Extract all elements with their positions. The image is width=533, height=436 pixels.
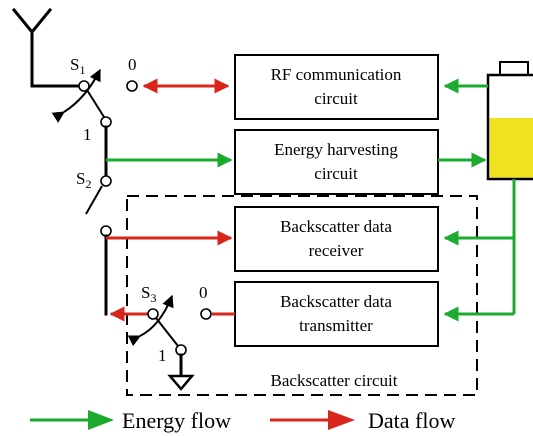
legend-data-label: Data flow: [368, 408, 455, 433]
switch-s2: S2: [76, 169, 112, 237]
backscatter-receiver-block: Backscatter data receiver: [234, 206, 439, 272]
energy-harvesting-block: Energy harvesting circuit: [234, 129, 439, 195]
legend-data-arrow-icon: [328, 410, 355, 430]
battery-icon: [486, 61, 533, 181]
svg-text:circuit: circuit: [314, 89, 358, 108]
s1-pos0-label: 0: [128, 55, 137, 74]
s1-label: S1: [70, 55, 85, 77]
s3-label: S3: [141, 283, 156, 305]
backscatter-circuit-label: Backscatter circuit: [271, 371, 398, 390]
backscatter-circuit-region: [126, 195, 478, 396]
s3-toggle-arrow-icon: [127, 294, 174, 347]
s3-terminal-0: [200, 308, 212, 320]
svg-text:Backscatter data: Backscatter data: [280, 292, 392, 311]
switch-s1: S1 0 1: [51, 55, 138, 144]
switch-s3: S3 0 1: [127, 283, 212, 365]
s2-label: S2: [76, 169, 91, 191]
svg-text:receiver: receiver: [309, 241, 364, 260]
legend: Energy flow Data flow: [30, 408, 455, 433]
s3-pos1-label: 1: [158, 346, 167, 365]
s3-common-terminal: [147, 308, 159, 320]
svg-text:Backscatter data: Backscatter data: [280, 217, 392, 236]
rf-communication-block: RF communication circuit: [234, 54, 439, 120]
s2-terminal-top: [100, 175, 112, 187]
svg-text:transmitter: transmitter: [299, 316, 373, 335]
backscatter-transmitter-block: Backscatter data transmitter: [234, 281, 439, 347]
legend-energy-label: Energy flow: [122, 408, 231, 433]
svg-text:circuit: circuit: [314, 164, 358, 183]
svg-text:Energy harvesting: Energy harvesting: [274, 140, 398, 159]
s1-pos1-label: 1: [83, 125, 92, 144]
antenna-icon: [11, 7, 82, 88]
svg-text:RF communication: RF communication: [271, 65, 402, 84]
s1-terminal-0: [126, 80, 138, 92]
s3-pos0-label: 0: [199, 283, 208, 302]
legend-energy-arrow-icon: [88, 410, 114, 430]
s1-toggle-arrow-icon: [51, 68, 101, 123]
ground-icon: [167, 353, 195, 391]
